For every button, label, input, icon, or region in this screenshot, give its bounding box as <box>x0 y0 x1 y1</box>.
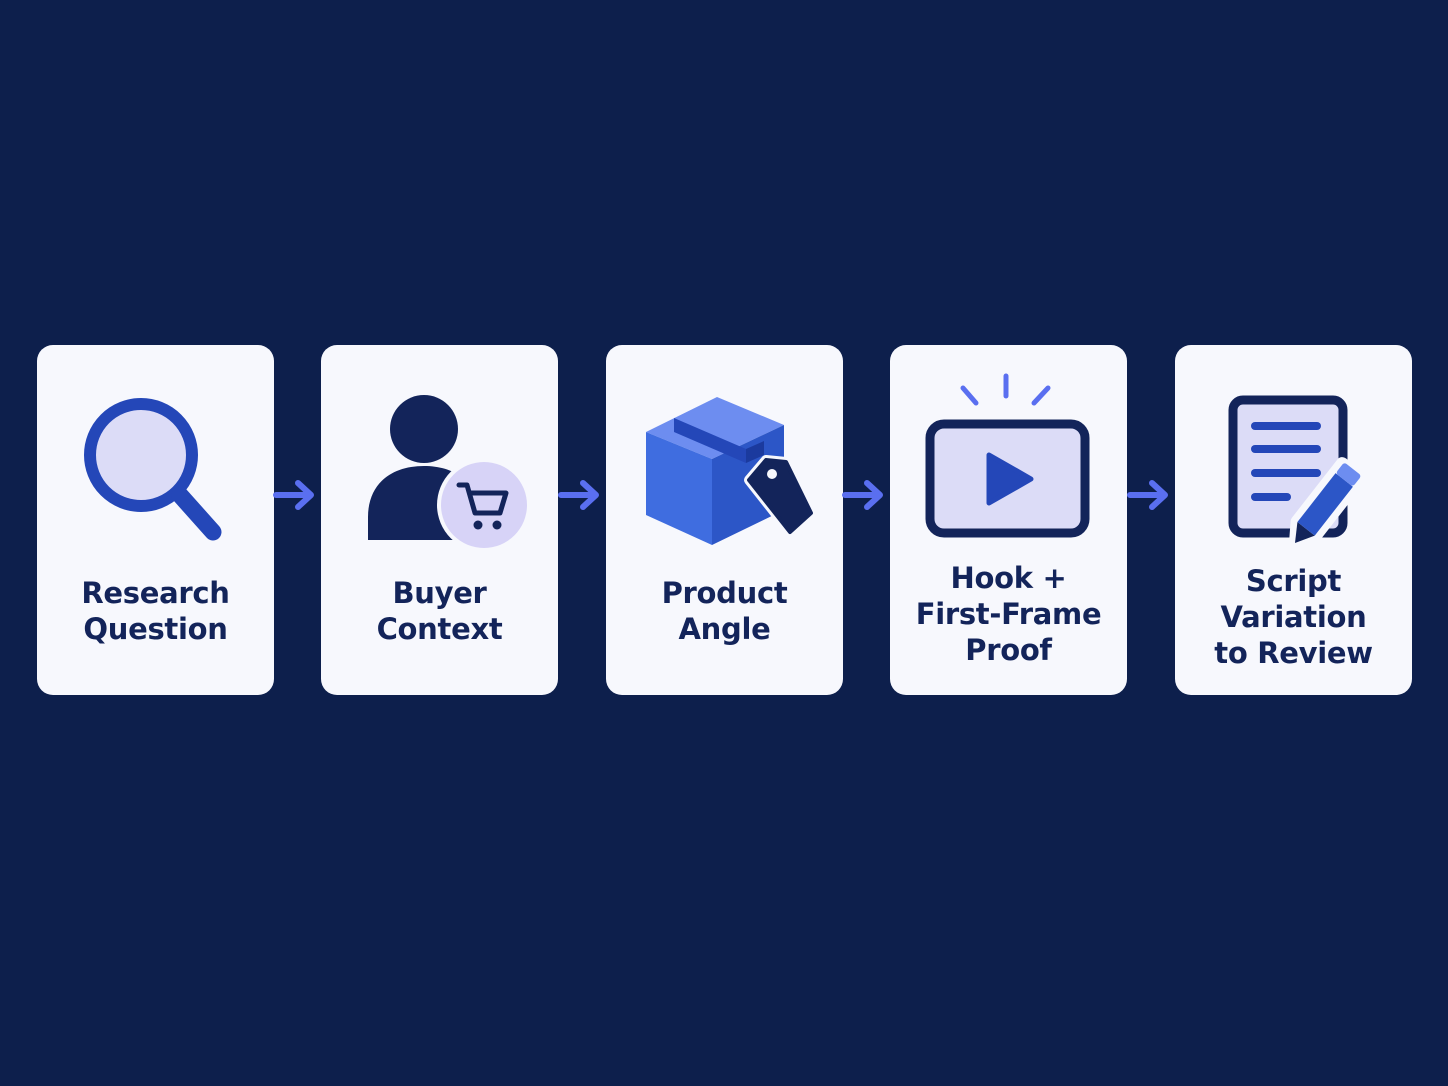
step-card-script-variation-to-review: Script Variation to Review <box>1175 345 1412 695</box>
step-label: Buyer Context <box>327 575 552 647</box>
step-label-line: Proof <box>965 633 1052 667</box>
step-label: Research Question <box>43 575 268 647</box>
step-label: Product Angle <box>612 575 837 647</box>
step-label-line: Product <box>661 576 788 610</box>
script-document-pencil-icon <box>1175 345 1412 575</box>
step-label-line: Hook + <box>950 561 1067 595</box>
step-label-line: Script <box>1245 564 1342 598</box>
arrow-right-icon <box>1126 476 1172 514</box>
step-card-product-angle: Product Angle <box>606 345 843 695</box>
step-label-line: Variation <box>1220 600 1367 634</box>
arrow-right-icon <box>841 476 887 514</box>
step-card-buyer-context: Buyer Context <box>321 345 558 695</box>
step-label-line: Buyer <box>392 576 487 610</box>
arrow-right-icon <box>557 476 603 514</box>
step-label-line: to Review <box>1214 636 1373 670</box>
step-label-line: Angle <box>678 612 771 646</box>
step-card-hook-first-frame-proof: Hook + First-Frame Proof <box>890 345 1127 695</box>
step-label-line: Research <box>81 576 230 610</box>
step-card-research-question: Research Question <box>37 345 274 695</box>
magnifying-glass-icon <box>37 345 274 575</box>
step-label-line: Context <box>376 612 503 646</box>
video-play-icon <box>890 345 1127 575</box>
box-with-price-tag-icon <box>606 345 843 575</box>
buyer-with-cart-icon <box>321 345 558 575</box>
step-label: Hook + First-Frame Proof <box>896 560 1121 668</box>
step-label-line: Question <box>83 612 228 646</box>
arrow-right-icon <box>272 476 318 514</box>
step-label: Script Variation to Review <box>1181 563 1406 671</box>
step-label-line: First-Frame <box>915 597 1102 631</box>
